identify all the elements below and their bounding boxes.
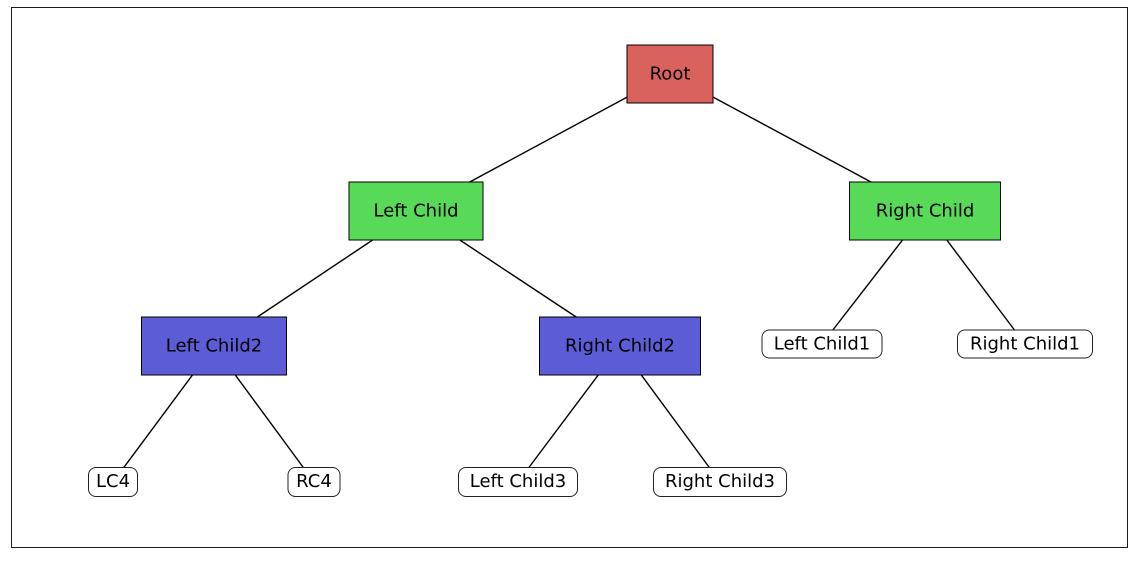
tree-node-right-child1: Right Child1 bbox=[957, 329, 1093, 359]
node-label: Right Child bbox=[875, 200, 975, 221]
tree-node-left-child1: Left Child1 bbox=[761, 329, 883, 359]
node-label: Left Child1 bbox=[773, 333, 871, 354]
tree-node-right-child: Right Child bbox=[849, 181, 1001, 241]
tree-node-left-child: Left Child bbox=[348, 181, 484, 241]
node-label: Right Child3 bbox=[665, 471, 775, 492]
node-label: RC4 bbox=[296, 471, 332, 492]
tree-node-rc4: RC4 bbox=[287, 467, 341, 497]
node-label: Root bbox=[649, 63, 691, 84]
node-label: LC4 bbox=[95, 471, 131, 492]
node-label: Left Child bbox=[373, 200, 459, 221]
node-label: Left Child2 bbox=[165, 335, 263, 356]
tree-node-right-child3: Right Child3 bbox=[653, 467, 787, 497]
tree-node-lc4: LC4 bbox=[88, 467, 138, 497]
node-label: Right Child2 bbox=[565, 335, 675, 356]
tree-node-left-child3: Left Child3 bbox=[458, 467, 578, 497]
tree-node-left-child2: Left Child2 bbox=[141, 316, 287, 376]
node-label: Left Child3 bbox=[469, 471, 567, 492]
tree-node-root: Root bbox=[626, 44, 714, 104]
tree-node-right-child2: Right Child2 bbox=[539, 316, 701, 376]
node-label: Right Child1 bbox=[970, 333, 1080, 354]
